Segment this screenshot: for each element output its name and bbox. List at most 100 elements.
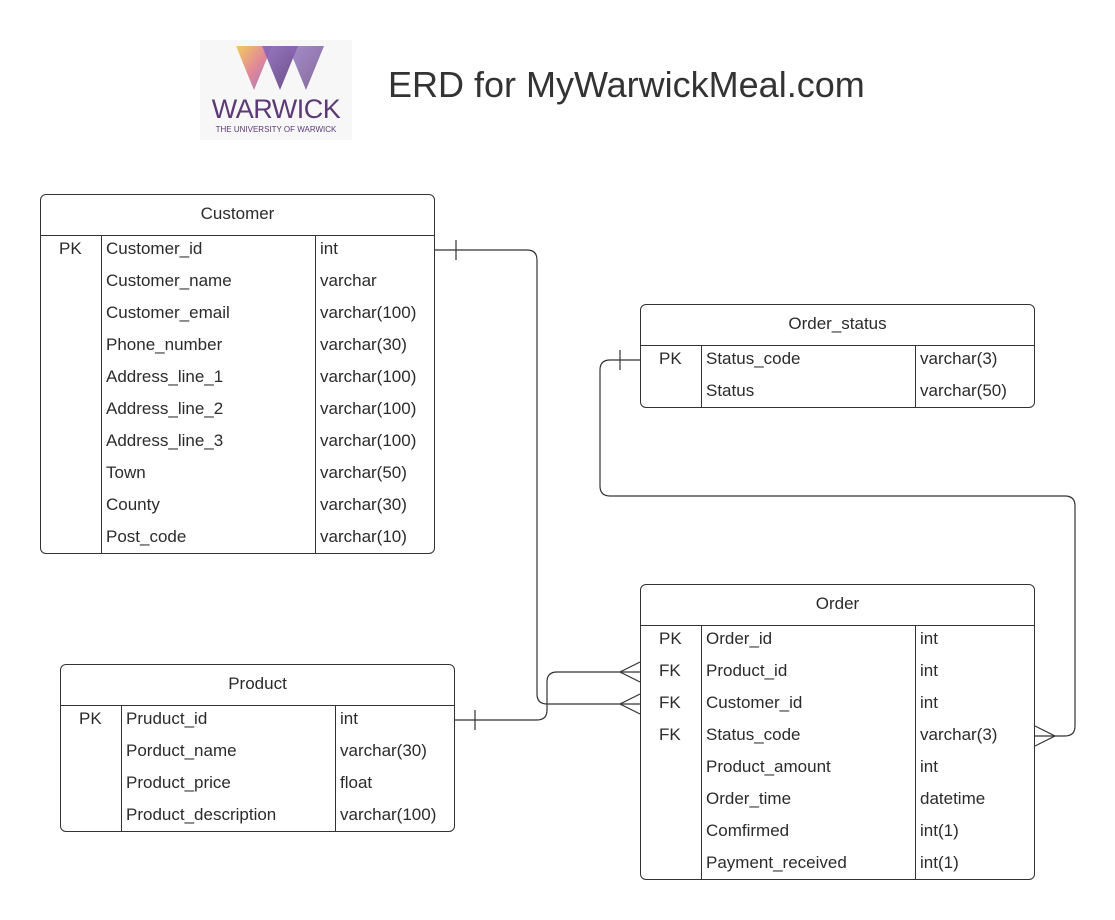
field-name: Status_code (706, 349, 801, 368)
field-name: Porduct_name (126, 741, 237, 760)
field-name: Address_line_3 (106, 431, 224, 450)
logo-subtitle: THE UNIVERSITY OF WARWICK (215, 125, 337, 134)
field-type: varchar(50) (920, 381, 1007, 400)
field-name: Product_description (126, 805, 277, 824)
field-type: varchar(30) (340, 741, 427, 760)
field-row: PK Status_code varchar(3) (641, 346, 1034, 378)
field-row: County varchar(30) (41, 492, 434, 524)
field-name: Product_price (126, 773, 231, 792)
field-type: float (340, 773, 373, 792)
field-row: PK Customer_id int (41, 236, 434, 268)
field-name: Pruduct_id (126, 709, 208, 728)
field-type: int (340, 709, 358, 728)
field-type: varchar(50) (320, 463, 407, 482)
field-row: Payment_received int(1) (641, 850, 1034, 882)
field-type: varchar(3) (920, 725, 998, 744)
field-row: Order_time datetime (641, 786, 1034, 818)
field-name: Payment_received (706, 853, 847, 872)
entity-order-status: Order_status PK Status_code varchar(3) Sta… (640, 304, 1035, 408)
field-row: Town varchar(50) (41, 460, 434, 492)
field-type: varchar(100) (320, 431, 417, 450)
field-row: Porduct_name varchar(30) (61, 738, 454, 770)
entity-title: Order_status (641, 305, 1034, 346)
field-name: Address_line_1 (106, 367, 224, 386)
field-type: int (920, 661, 938, 680)
key-label: PK (79, 709, 102, 728)
field-row: FK Product_id int (641, 658, 1034, 690)
field-row: Post_code varchar(10) (41, 524, 434, 556)
field-name: Product_amount (706, 757, 831, 776)
field-type: int(1) (920, 821, 959, 840)
field-row: Customer_name varchar (41, 268, 434, 300)
entity-title: Product (61, 665, 454, 706)
field-type: int (320, 239, 338, 258)
field-type: int (920, 629, 938, 648)
field-list: PK Customer_id int Customer_name varchar Cu… (41, 236, 434, 556)
field-name: Comfirmed (706, 821, 790, 840)
field-row: Product_price float (61, 770, 454, 802)
entity-title: Order (641, 585, 1034, 626)
key-label: FK (659, 693, 681, 712)
field-name: Order_time (706, 789, 792, 808)
field-row: Product_amount int (641, 754, 1034, 786)
field-row: Comfirmed int(1) (641, 818, 1034, 850)
field-name: Status_code (706, 725, 801, 744)
field-row: Status varchar(50) (641, 378, 1034, 410)
warwick-logo: WARWICK THE UNIVERSITY OF WARWICK (200, 40, 352, 140)
field-type: int(1) (920, 853, 959, 872)
logo-wordmark: WARWICK (211, 94, 341, 124)
key-label: PK (59, 239, 82, 258)
field-type: varchar(100) (340, 805, 437, 824)
field-type: int (920, 693, 938, 712)
field-name: Status (706, 381, 755, 400)
field-row: Phone_number varchar(30) (41, 332, 434, 364)
logo-mark-icon (236, 46, 324, 90)
field-name: Customer_id (106, 239, 203, 258)
field-type: varchar(3) (920, 349, 998, 368)
field-name: Town (106, 463, 146, 482)
relationship-line-customer-order (435, 249, 640, 705)
field-type: varchar(10) (320, 527, 407, 546)
field-type: int (920, 757, 938, 776)
field-type: varchar(30) (320, 335, 407, 354)
key-label: PK (659, 349, 682, 368)
field-name: Phone_number (106, 335, 223, 354)
field-name: Customer_name (106, 271, 232, 290)
entity-title: Customer (41, 195, 434, 236)
field-row: Product_description varchar(100) (61, 802, 454, 834)
field-row: Address_line_3 varchar(100) (41, 428, 434, 460)
field-name: Address_line_2 (106, 399, 224, 418)
field-type: varchar(100) (320, 367, 417, 386)
field-name: Customer_email (106, 303, 230, 322)
field-type: varchar(30) (320, 495, 407, 514)
many-marker-product (618, 661, 641, 683)
field-row: Customer_email varchar(100) (41, 300, 434, 332)
field-type: varchar (320, 271, 377, 290)
field-name: Product_id (706, 661, 788, 680)
relationship-line-product-order (455, 671, 640, 721)
key-label: FK (659, 661, 681, 680)
many-marker-customer (618, 693, 641, 715)
field-name: Post_code (106, 527, 187, 546)
key-label: PK (659, 629, 682, 648)
many-marker-status (1034, 725, 1057, 747)
field-row: FK Customer_id int (641, 690, 1034, 722)
diagram-title: ERD for MyWarwickMeal.com (388, 64, 865, 105)
field-row: Address_line_1 varchar(100) (41, 364, 434, 396)
field-name: Customer_id (706, 693, 803, 712)
field-list: PK Status_code varchar(3) Status varchar(50… (641, 346, 1034, 410)
relationship-line-status-order (599, 359, 1076, 737)
field-row: PK Pruduct_id int (61, 706, 454, 738)
field-type: datetime (920, 789, 986, 808)
field-type: varchar(100) (320, 303, 417, 322)
field-name: County (106, 495, 160, 514)
